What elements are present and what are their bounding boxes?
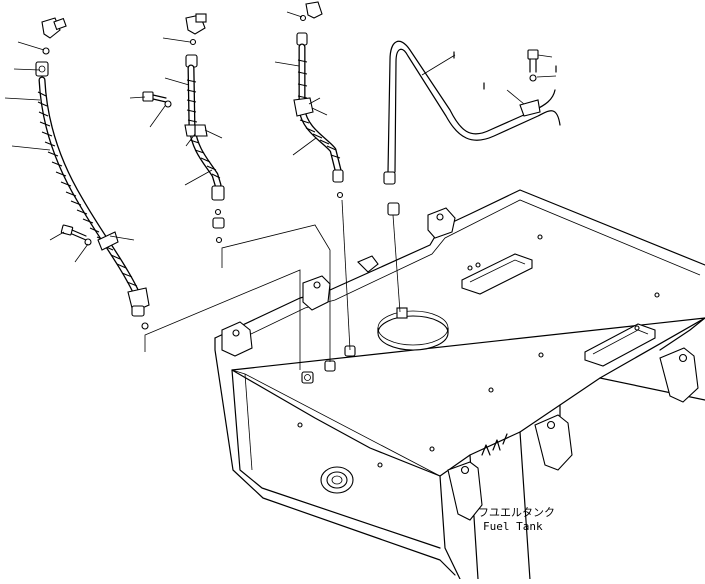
mounting-bracket — [221, 321, 253, 357]
fuel-tank-label: フユエルタンク Fuel Tank — [478, 506, 555, 533]
bolt — [527, 49, 539, 73]
tank-bolts — [297, 234, 660, 468]
hose-clamp — [293, 97, 314, 117]
o-ring — [141, 322, 149, 330]
elbow-fitting — [185, 13, 207, 35]
tube-clamp — [519, 99, 541, 117]
mounting-bracket — [534, 414, 573, 471]
braided-hose — [38, 76, 139, 294]
hose-assembly-1 — [35, 17, 150, 330]
mounting-bracket — [302, 275, 331, 311]
tank-front-wall — [214, 337, 456, 576]
washer — [84, 238, 92, 246]
tank-fitting — [357, 255, 379, 273]
fuel-tank — [214, 189, 705, 581]
tank-pad — [584, 323, 656, 367]
hose-assembly-3 — [293, 1, 344, 199]
bolt — [142, 91, 167, 103]
mounting-bracket — [447, 461, 483, 521]
fitting-nut — [383, 171, 396, 185]
tank-fitting — [324, 360, 336, 372]
bolt — [60, 224, 87, 241]
o-ring — [215, 236, 223, 244]
fuel-tank-label-en: Fuel Tank — [483, 520, 543, 533]
callout-ticks — [453, 51, 557, 90]
fitting-nut — [211, 185, 225, 201]
connection-lines — [144, 199, 401, 370]
fitting-nut — [127, 287, 150, 317]
tank-fitting — [301, 371, 314, 384]
fitting-nut — [387, 202, 400, 216]
fitting-nut — [332, 169, 344, 183]
o-ring — [189, 38, 197, 46]
tank-pad — [461, 253, 533, 295]
o-ring — [42, 47, 50, 55]
fitting-nut — [296, 32, 308, 46]
fitting-nut — [35, 61, 49, 77]
o-ring — [336, 191, 344, 199]
hose-assembly-2 — [142, 13, 225, 244]
elbow-fitting — [41, 17, 67, 39]
hose-clamp — [184, 124, 208, 137]
washer — [164, 100, 172, 108]
mounting-bracket — [659, 347, 699, 403]
drain-port — [320, 466, 354, 494]
callout-leaders — [4, 11, 557, 263]
o-ring — [299, 14, 307, 22]
fitting-nut — [212, 217, 225, 229]
sender-plate — [377, 307, 449, 351]
elbow-fitting — [305, 1, 323, 19]
mounting-bracket — [427, 207, 456, 239]
o-ring — [214, 208, 222, 216]
fuel-tank-label-jp: フユエルタンク — [478, 506, 555, 519]
washer — [529, 74, 537, 82]
tank-clip — [481, 433, 508, 456]
rigid-tube — [383, 40, 561, 216]
